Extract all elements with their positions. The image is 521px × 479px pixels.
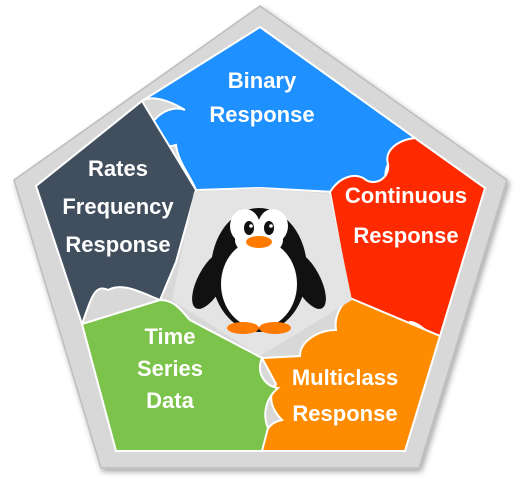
segment-label-line: Continuous (345, 183, 467, 208)
segment-label-line: Series (137, 356, 203, 381)
segment-label-line: Time (145, 324, 196, 349)
segment-label-line: Binary (228, 68, 297, 93)
segment-continuous (328, 136, 487, 353)
segment-label-line: Response (292, 401, 397, 426)
segment-label-line: Multiclass (292, 365, 398, 390)
segment-label-line: Data (146, 388, 194, 413)
segment-rates (34, 99, 198, 328)
segment-label-line: Response (353, 223, 458, 248)
segment-label-line: Frequency (62, 194, 174, 219)
penguin-icon (192, 208, 326, 334)
segment-label-line: Rates (88, 156, 148, 181)
segment-label-line: Response (65, 232, 170, 257)
segment-time-series (80, 298, 281, 452)
segment-label-line: Response (209, 102, 314, 127)
